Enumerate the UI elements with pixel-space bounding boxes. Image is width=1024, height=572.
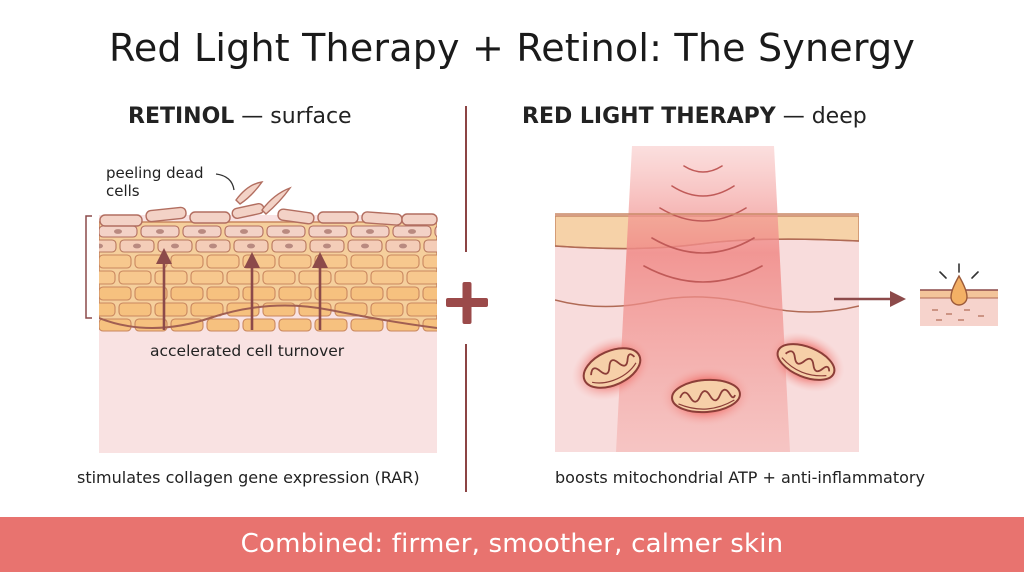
retinol-skin-diagram	[85, 173, 458, 453]
skin-cell	[370, 302, 404, 317]
skin-cell	[118, 270, 152, 285]
skin-cells	[99, 225, 458, 332]
skin-cell	[206, 254, 240, 269]
skin-cell	[134, 286, 168, 301]
cell-nucleus	[408, 229, 416, 234]
cell-turnover-label: accelerated cell turnover	[150, 342, 345, 360]
skin-cell	[118, 302, 152, 317]
cell-nucleus	[282, 229, 290, 234]
light-wave-icon	[643, 165, 763, 283]
cell-nucleus	[247, 243, 255, 249]
red-light-caption: boosts mitochondrial ATP + anti-inflamma…	[555, 468, 925, 487]
skin-cell	[422, 286, 437, 301]
skin-cell	[278, 318, 312, 332]
skin-cell	[170, 286, 204, 301]
cell-nucleus	[209, 243, 217, 249]
skin-cell	[278, 254, 312, 269]
skin-cell	[298, 270, 332, 285]
mitochondria-icon	[571, 335, 653, 401]
mitochondria-icon	[660, 365, 752, 427]
cell-nucleus	[366, 229, 374, 234]
skin-cell	[422, 318, 437, 332]
plus-icon	[446, 282, 488, 324]
skin-cell	[206, 318, 240, 332]
retinol-heading: RETINOL — surface	[128, 104, 352, 129]
retinol-heading-rest: — surface	[234, 104, 352, 129]
cell-nucleus	[450, 229, 458, 234]
skin-cell	[226, 270, 260, 285]
turnover-arrows	[156, 248, 328, 330]
skin-cell	[99, 270, 116, 285]
red-light-skin-diagram	[555, 146, 859, 452]
skin-cell	[154, 302, 188, 317]
cell-nucleus	[361, 243, 369, 249]
summary-text: Combined: firmer, smoother, calmer skin	[240, 529, 784, 559]
skin-cell	[423, 239, 437, 253]
glowing-skin-droplet-icon	[920, 263, 998, 326]
skin-cell	[406, 302, 437, 317]
skin-cell	[334, 270, 368, 285]
mitochondria-icon	[767, 332, 845, 392]
skin-cell	[242, 318, 276, 332]
retinol-heading-bold: RETINOL	[128, 104, 235, 129]
retinol-caption: stimulates collagen gene expression (RAR…	[77, 468, 420, 487]
basement-membrane	[99, 304, 437, 329]
cell-nucleus	[133, 243, 141, 249]
skin-cell	[350, 254, 384, 269]
cell-nucleus	[171, 243, 179, 249]
skin-cell	[99, 302, 116, 317]
skin-cell	[422, 254, 437, 269]
red-light-heading-bold: RED LIGHT THERAPY	[522, 104, 776, 129]
skin-cell	[262, 270, 296, 285]
skin-cell	[434, 225, 437, 238]
cell-nucleus	[99, 243, 103, 249]
cell-nucleus	[285, 243, 293, 249]
cell-nucleus	[240, 229, 248, 234]
skin-cell	[206, 286, 240, 301]
red-light-heading-rest: — deep	[775, 104, 867, 129]
page-title: Red Light Therapy + Retinol: The Synergy	[108, 26, 916, 70]
red-light-beam	[616, 146, 790, 452]
skin-cell	[370, 270, 404, 285]
peeling-flakes	[235, 181, 292, 215]
surface-cells	[99, 203, 438, 227]
cell-nucleus	[399, 243, 407, 249]
red-light-heading: RED LIGHT THERAPY — deep	[522, 104, 867, 129]
cell-nucleus	[114, 229, 122, 234]
cell-nucleus	[323, 243, 331, 249]
cell-nucleus	[198, 229, 206, 234]
peeling-cells-label: peeling dead cells	[106, 164, 204, 200]
skin-cell	[386, 254, 420, 269]
skin-cell	[170, 254, 204, 269]
skin-cell	[386, 286, 420, 301]
skin-cell	[99, 254, 132, 269]
skin-cell	[190, 270, 224, 285]
peel-label-leader	[215, 173, 235, 191]
skin-cell	[99, 318, 132, 332]
cell-nucleus	[324, 229, 332, 234]
skin-cell	[242, 286, 276, 301]
cell-nucleus	[437, 244, 445, 249]
skin-cell	[154, 270, 188, 285]
skin-cell	[350, 318, 384, 332]
skin-cell	[134, 318, 168, 332]
skin-cell	[99, 239, 117, 253]
cell-nucleus	[156, 229, 164, 234]
summary-banner: Combined: firmer, smoother, calmer skin	[0, 517, 1024, 572]
skin-cell	[314, 318, 348, 332]
skin-cell	[350, 286, 384, 301]
epidermis-bracket	[85, 215, 92, 319]
skin-cell	[278, 286, 312, 301]
skin-cell	[190, 302, 224, 317]
skin-cell	[99, 286, 132, 301]
skin-cell	[314, 286, 348, 301]
skin-cell	[406, 270, 437, 285]
result-arrow	[834, 291, 906, 307]
